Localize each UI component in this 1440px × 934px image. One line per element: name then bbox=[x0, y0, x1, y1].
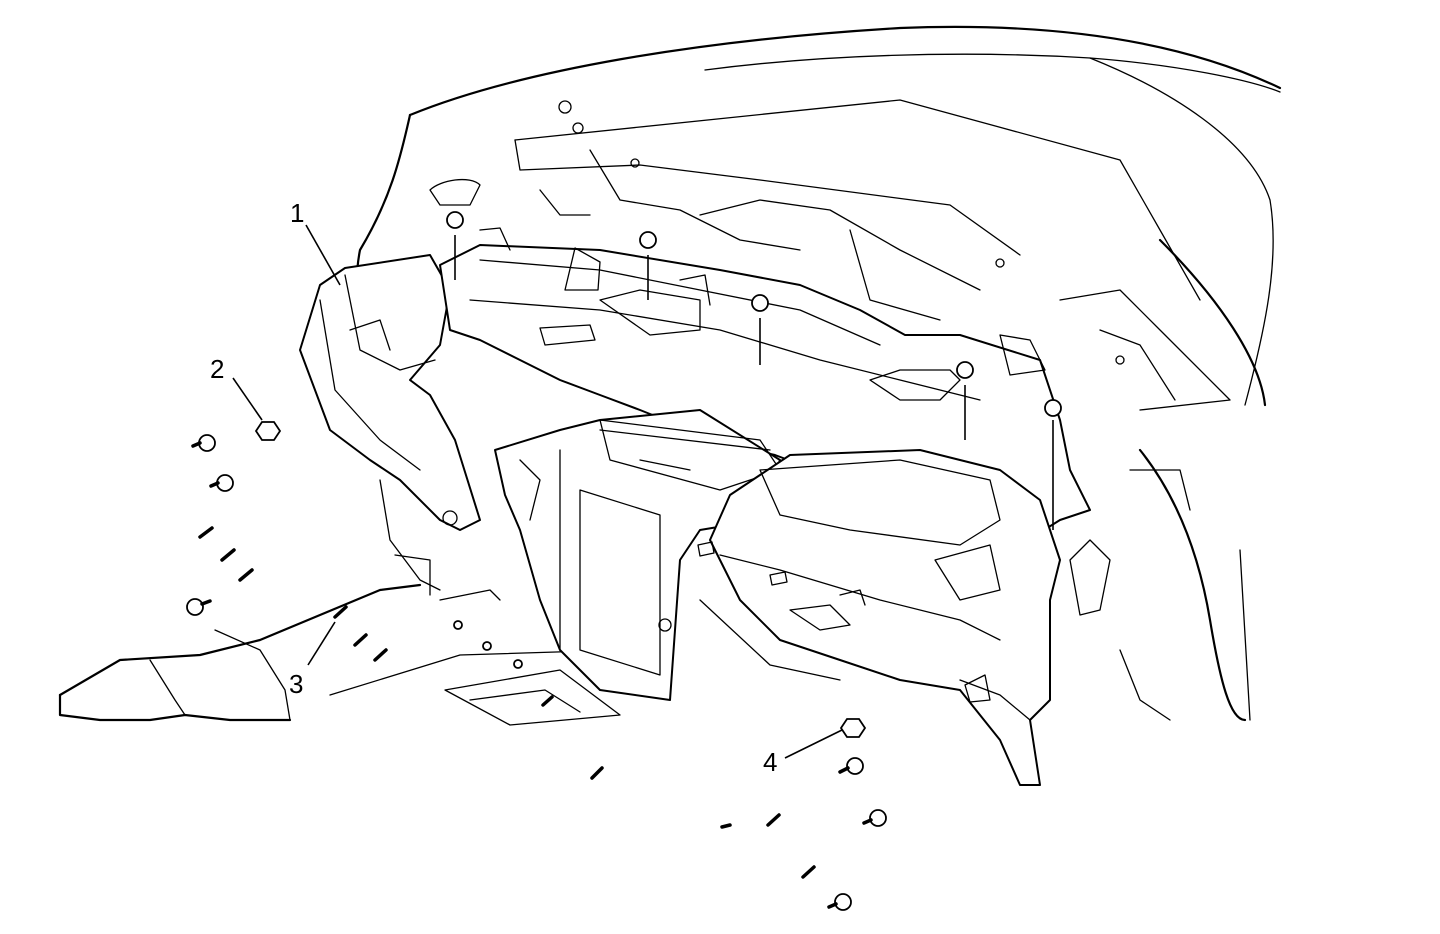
floor-pan bbox=[58, 583, 621, 726]
upper-bolt-2 bbox=[639, 231, 657, 300]
left-bolt-group bbox=[186, 421, 388, 662]
bolt-l9 bbox=[373, 648, 388, 662]
leader-4 bbox=[784, 729, 843, 759]
callout-1: 1 bbox=[290, 198, 304, 228]
bolt-r8 bbox=[720, 823, 732, 829]
cowl-windshield-outline bbox=[355, 25, 1282, 407]
bolt-l1 bbox=[191, 434, 216, 452]
bolt-r6 bbox=[827, 893, 852, 911]
upper-bolt-1 bbox=[446, 211, 464, 280]
left-body-structure bbox=[379, 479, 501, 601]
upper-bolt-4 bbox=[956, 361, 974, 440]
bolt-l7 bbox=[333, 605, 348, 619]
bolt-r10 bbox=[453, 620, 463, 630]
instrument-panel-carrier bbox=[299, 227, 1091, 786]
bolt-l3 bbox=[198, 526, 214, 539]
leader-1 bbox=[305, 224, 341, 286]
bolt-r5 bbox=[801, 865, 816, 879]
callout-3: 3 bbox=[289, 669, 303, 699]
bolt-r11 bbox=[482, 641, 492, 651]
lower-right-bolt-group bbox=[453, 620, 887, 911]
bolt-l8 bbox=[353, 633, 368, 647]
bolt-r12 bbox=[513, 659, 523, 669]
nut-l10 bbox=[254, 421, 282, 441]
cowl-panel-structure bbox=[429, 99, 1231, 411]
upper-bolt-3 bbox=[751, 294, 769, 365]
bolt-l5 bbox=[238, 568, 254, 582]
bolt-r9 bbox=[541, 695, 554, 707]
upper-mounting-bolts bbox=[446, 211, 1062, 530]
leader-2 bbox=[232, 377, 263, 421]
upper-bolt-5 bbox=[1044, 399, 1062, 530]
nut-r1 bbox=[839, 718, 867, 738]
bolt-r2 bbox=[838, 757, 864, 775]
bolt-r4 bbox=[766, 813, 781, 827]
bolt-r3 bbox=[862, 809, 887, 827]
callout-leaders bbox=[232, 224, 843, 759]
leader-3 bbox=[307, 621, 336, 666]
bolt-r7 bbox=[590, 766, 604, 780]
bolt-l6 bbox=[186, 598, 212, 616]
right-body-structure bbox=[1069, 448, 1251, 722]
callout-2: 2 bbox=[210, 354, 224, 384]
bolt-l4 bbox=[220, 548, 236, 562]
callout-4: 4 bbox=[763, 747, 777, 777]
bolt-l2 bbox=[209, 474, 234, 492]
